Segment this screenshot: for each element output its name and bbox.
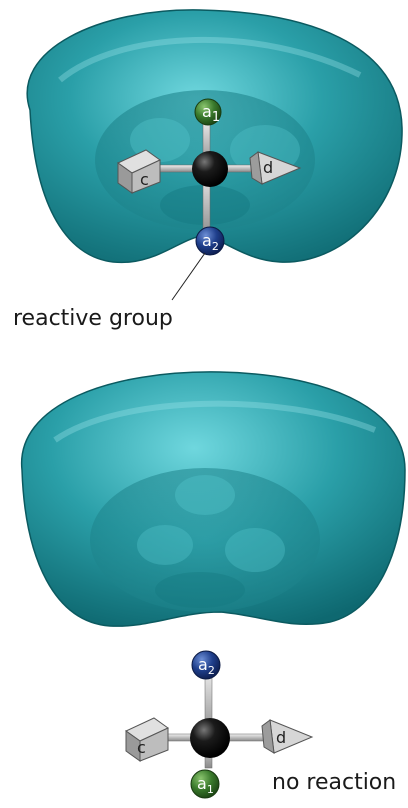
panel-reactive: a1 a2 c d	[27, 10, 402, 300]
leader-line	[172, 253, 205, 300]
caption-reactive-group: reactive group	[13, 306, 173, 331]
caption-no-reaction: no reaction	[272, 770, 396, 795]
label-c: c	[140, 170, 149, 189]
label-d: d	[276, 728, 286, 747]
panel-no-reaction: a2 a1 c d	[22, 372, 405, 798]
central-carbon-atom	[192, 151, 228, 187]
label-d: d	[263, 158, 273, 177]
group-c-cube	[126, 718, 168, 761]
group-d-pyramid	[262, 720, 312, 753]
central-carbon-atom	[190, 718, 230, 758]
label-c: c	[137, 738, 146, 757]
